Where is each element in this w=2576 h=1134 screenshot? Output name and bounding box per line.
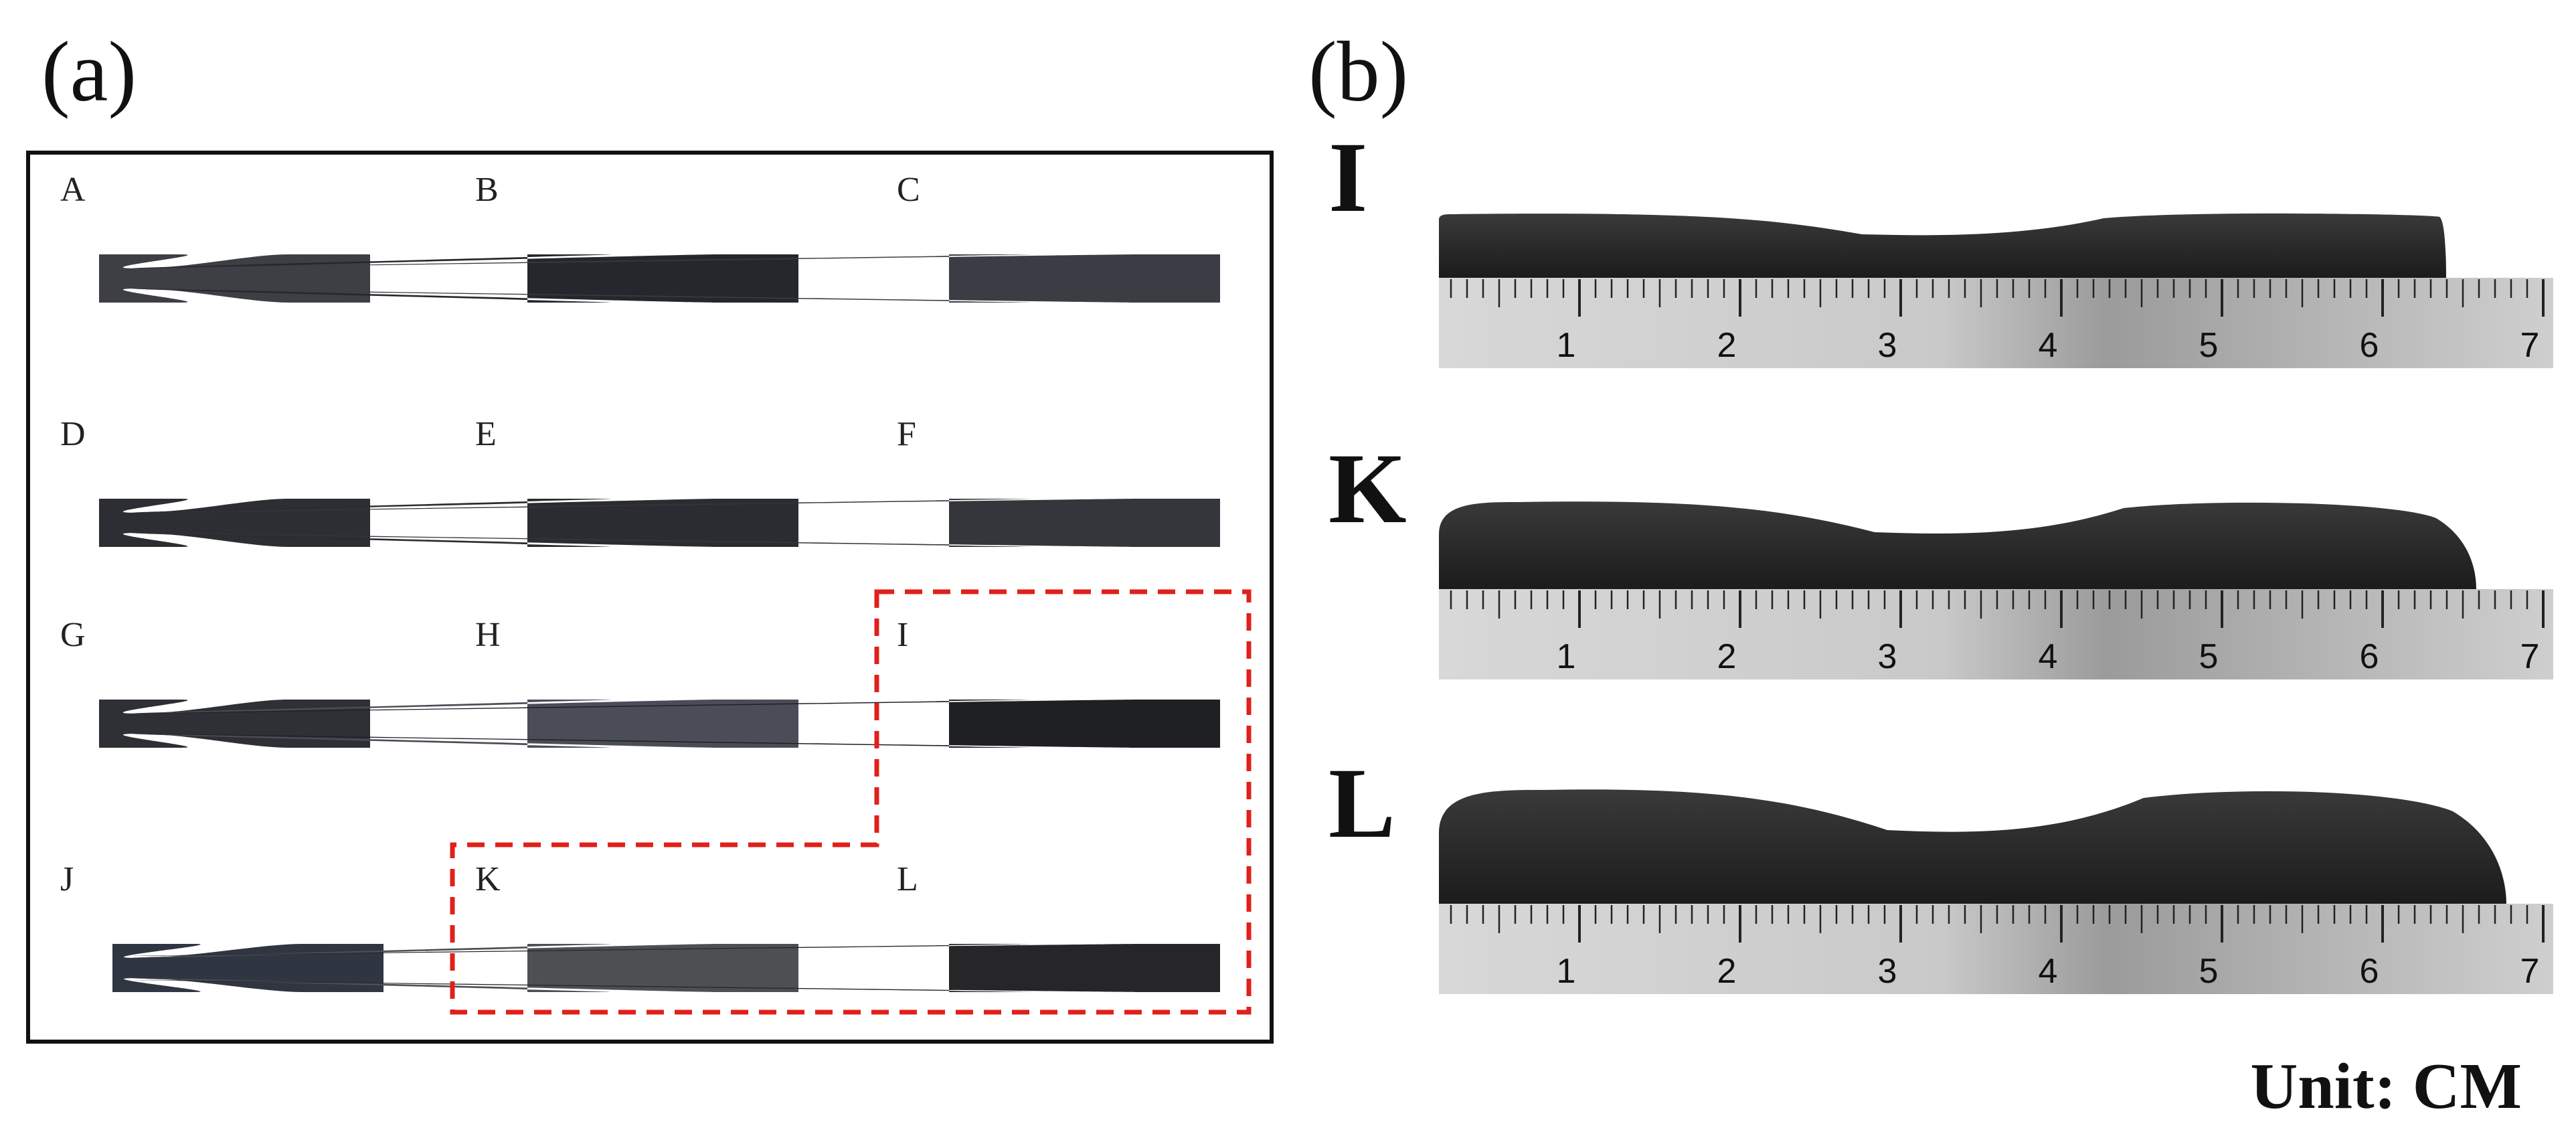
specimen-shape: [132, 499, 799, 547]
ruler-number: 3: [1878, 952, 1897, 991]
specimen-label: L: [897, 860, 918, 898]
specimen-label: F: [897, 415, 916, 453]
specimen-H: H: [132, 616, 799, 748]
specimen-I: I: [133, 616, 1221, 748]
specimen-label: A: [60, 171, 86, 209]
ruler-number: 4: [2039, 637, 2058, 676]
specimen-L: L: [133, 860, 1221, 992]
specimen-D: D: [60, 415, 370, 547]
ruler-number: 7: [2520, 637, 2540, 676]
side-view-K: K 1 2 3 4 5 6 7: [1328, 433, 2553, 679]
panel-a: (a) A B C D E F G H I J K L: [26, 24, 1274, 1044]
specimen-label: C: [897, 171, 920, 209]
ruler-number: 1: [1557, 637, 1576, 676]
specimen-E: E: [132, 415, 799, 547]
ruler-number: 6: [2360, 637, 2379, 676]
ruler-number: 5: [2199, 637, 2219, 676]
specimen-label: J: [60, 860, 74, 898]
ruler: 1 2 3 4 5 6 7: [1439, 589, 2553, 679]
specimen-label: G: [60, 616, 86, 654]
specimen-A: A: [60, 171, 370, 303]
specimen-shape: [133, 254, 1221, 303]
sample-slab: [1439, 213, 2446, 278]
specimen-F: F: [133, 415, 1221, 547]
specimen-label: B: [475, 171, 499, 209]
panel-b-label: (b): [1308, 24, 1408, 119]
sample-slab: [1439, 501, 2476, 589]
ruler-number: 3: [1878, 637, 1897, 676]
side-view-label: I: [1328, 122, 1367, 233]
specimen-shape: [99, 254, 370, 303]
specimen-shape: [99, 700, 370, 748]
ruler-number: 1: [1557, 952, 1576, 991]
specimen-shape: [133, 944, 1221, 992]
specimen-B: B: [132, 171, 799, 303]
ruler-number: 6: [2360, 952, 2379, 991]
specimen-shape: [132, 944, 799, 992]
specimen-label: E: [475, 415, 497, 453]
specimen-label: I: [897, 616, 908, 654]
ruler-number: 2: [1717, 326, 1737, 365]
side-view-label: L: [1328, 748, 1395, 859]
ruler-number: 5: [2199, 326, 2219, 365]
ruler-number: 2: [1717, 952, 1737, 991]
specimen-C: C: [133, 171, 1221, 303]
specimen-label: K: [475, 860, 501, 898]
ruler-number: 2: [1717, 637, 1737, 676]
ruler-number: 1: [1557, 326, 1576, 365]
specimen-shape: [112, 944, 383, 992]
specimen-label: D: [60, 415, 86, 453]
specimen-K: K: [132, 860, 799, 992]
unit-label: Unit: CM: [2250, 1050, 2522, 1123]
ruler-number: 4: [2039, 326, 2058, 365]
ruler: 1 2 3 4 5 6 7: [1439, 904, 2553, 994]
highlight-outline: [450, 589, 1252, 1015]
ruler: 1 2 3 4 5 6 7: [1439, 278, 2553, 368]
specimen-shape: [99, 499, 370, 547]
sample-slab: [1439, 789, 2506, 904]
specimen-label: H: [475, 616, 501, 654]
side-view-L: L 1 2 3 4 5 6 7: [1328, 748, 2553, 994]
side-view-label: K: [1328, 433, 1407, 544]
specimen-G: G: [60, 616, 370, 748]
ruler-number: 4: [2039, 952, 2058, 991]
specimen-J: J: [60, 860, 383, 992]
ruler-number: 7: [2520, 952, 2540, 991]
ruler-number: 7: [2520, 326, 2540, 365]
ruler-number: 3: [1878, 326, 1897, 365]
ruler-number: 6: [2360, 326, 2379, 365]
specimen-shape: [133, 499, 1221, 547]
ruler-number: 5: [2199, 952, 2219, 991]
side-view-I: I 1 2 3 4 5 6 7: [1328, 122, 2553, 368]
specimen-shape: [132, 700, 799, 748]
specimen-shape: [132, 254, 799, 303]
panel-a-label: (a): [41, 24, 137, 119]
specimen-shape: [133, 700, 1221, 748]
specimen-grid: A B C D E F G H I J K L: [60, 171, 1221, 992]
